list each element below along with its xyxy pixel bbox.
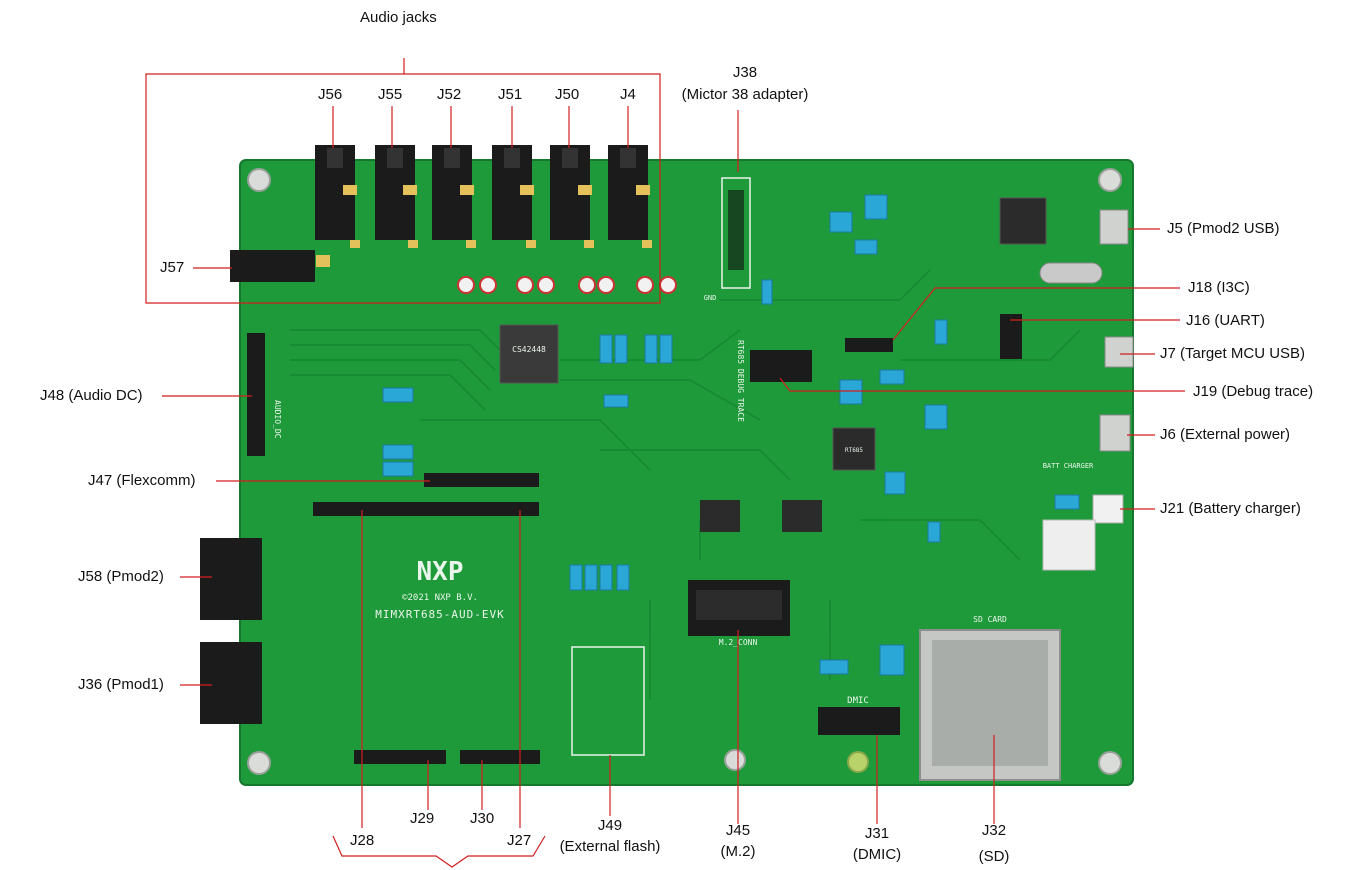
j21-label: J21 (Battery charger) (1160, 500, 1301, 517)
rt685-chip-label: RT685 (845, 447, 863, 454)
j45-desc-label: (M.2) (720, 843, 756, 860)
j18-i3c-header (845, 338, 893, 352)
j57-label: J57 (160, 259, 185, 276)
pcb-traces (290, 269, 1081, 700)
rt685-chip (832, 427, 876, 471)
j48-header (247, 333, 265, 456)
j5-label: J5 (Pmod2 USB) (1167, 220, 1280, 237)
j38-desc-label: (Mictor 38 adapter) (681, 86, 809, 103)
audio-jacks-label: Audio jacks (360, 9, 437, 26)
j47-header (424, 473, 539, 487)
j50-label: J50 (555, 86, 580, 103)
j7-label: J7 (Target MCU USB) (1160, 345, 1306, 362)
audio-dc-silk: AUDIO_DC (273, 400, 282, 439)
j58-label: J58 (Pmod2) (78, 568, 164, 585)
j6-label: J6 (External power) (1160, 426, 1291, 443)
j31-dmic-header (818, 707, 900, 735)
j7-usb-connector (1104, 336, 1134, 368)
j52-label: J52 (437, 86, 462, 103)
j32-label: J32 (981, 822, 1007, 839)
j55-label: J55 (378, 86, 403, 103)
qspi-flash-chip (700, 500, 740, 532)
j49-flash-footprint (571, 646, 645, 756)
j30-label: J30 (470, 810, 495, 827)
j58-pmod2-connector (200, 538, 262, 620)
audio-capacitors (457, 276, 677, 294)
j4-label: J4 (620, 86, 636, 103)
j36-label: J36 (Pmod1) (78, 676, 164, 693)
j16-uart-header (1000, 314, 1022, 359)
link-mcu-chip (999, 197, 1047, 245)
j51-label: J51 (498, 86, 523, 103)
j45-label: J45 (725, 822, 751, 839)
j57-jack (230, 250, 315, 282)
j18-label: J18 (I3C) (1188, 279, 1250, 296)
copyright-silk: ©2021 NXP B.V. (402, 593, 478, 603)
j29-header (354, 750, 446, 764)
j31-label: J31 (864, 825, 890, 842)
gnd-test-point (847, 751, 869, 773)
j38-label: J38 (732, 64, 758, 81)
crystal (1039, 262, 1103, 284)
j21-battery-connector (1092, 494, 1124, 524)
nxp-logo: NXP (417, 557, 464, 587)
pcb-board (239, 159, 1134, 786)
codec-chip-label: CS42448 (512, 345, 546, 354)
j48-label: J48 (Audio DC) (40, 387, 143, 404)
j36-pmod1-connector (200, 642, 262, 724)
j19-label: J19 (Debug trace) (1193, 383, 1314, 400)
j5-usb-connector (1099, 209, 1129, 245)
sd-silk: SD CARD (973, 615, 1007, 624)
leader-lines (145, 58, 1185, 868)
psram-chip (782, 500, 822, 532)
j6-usb-connector (1099, 414, 1131, 452)
j32-desc-label: (SD) (978, 848, 1010, 865)
j49-desc-label: (External flash) (559, 838, 661, 855)
j49-label: J49 (597, 817, 623, 834)
j27-header (441, 502, 539, 516)
j47-label: J47 (Flexcomm) (88, 472, 196, 489)
j56-label: J56 (318, 86, 343, 103)
model-silk: MIMXRT685-AUD-EVK (375, 608, 505, 621)
debug-trace-silk: RT685 DEBUG TRACE (736, 340, 745, 422)
jumper-blocks (382, 194, 1080, 676)
boot-config-switch (1042, 519, 1096, 571)
dmic-silk: DMIC (847, 696, 869, 706)
j30-header (460, 750, 540, 764)
debug-trace-header (750, 350, 812, 382)
batt-charger-silk: BATT CHARGER (1043, 462, 1094, 470)
codec-chip (499, 324, 559, 384)
j29-label: J29 (410, 810, 435, 827)
j16-label: J16 (UART) (1186, 312, 1265, 329)
j28-header (313, 502, 441, 516)
gold-jack-pads (343, 185, 652, 248)
j27-label: J27 (507, 832, 532, 849)
j28-label: J28 (350, 832, 375, 849)
mounting-holes (247, 168, 1122, 775)
gnd-silk: GND (704, 294, 717, 302)
j31-desc-label: (DMIC) (852, 846, 902, 863)
